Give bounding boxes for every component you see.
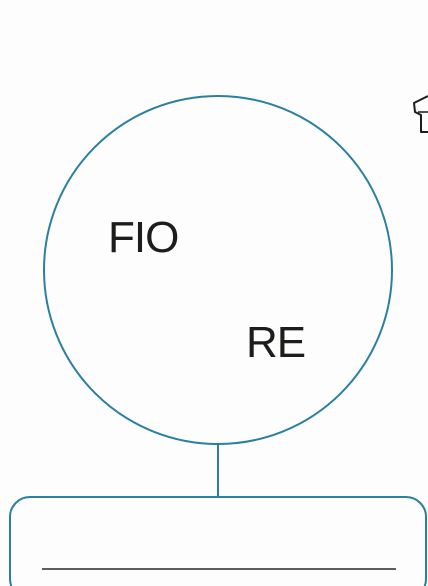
pencil-icon — [413, 95, 428, 133]
syllable-circle — [43, 95, 393, 445]
syllable-fio: FIO — [108, 213, 178, 262]
syllable-re: RE — [246, 318, 305, 367]
answer-box[interactable] — [9, 496, 427, 586]
